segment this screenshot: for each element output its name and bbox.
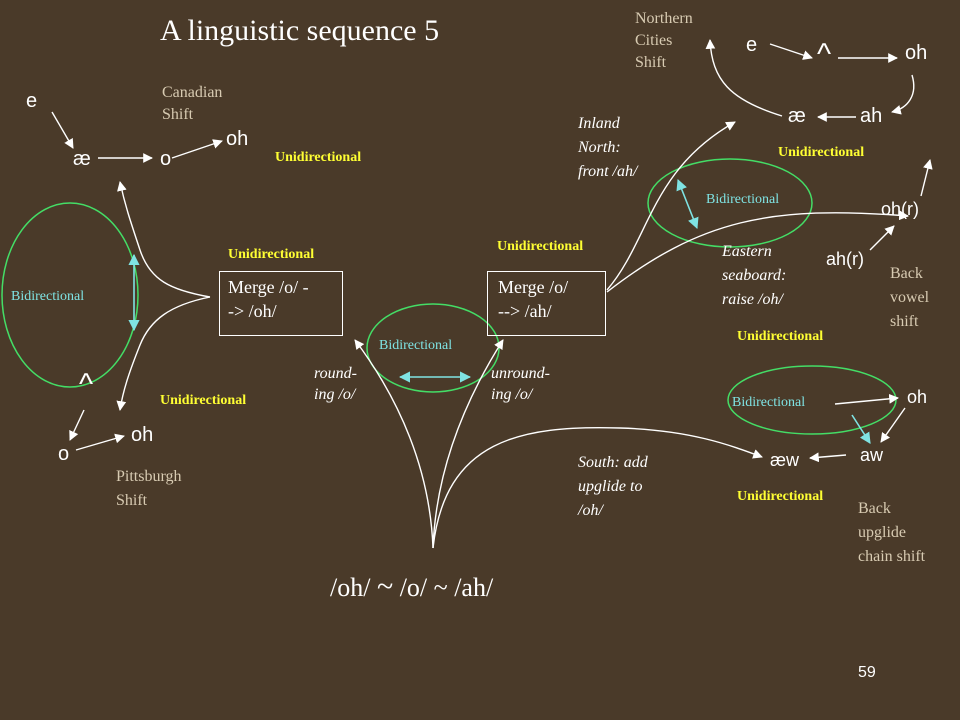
merge-o-ah-box: Merge /o/ --> /ah/ <box>487 271 606 336</box>
pittsburgh-unidirectional-label: Unidirectional <box>160 393 247 408</box>
right-bidirectional-arrow <box>676 178 699 230</box>
unrounding-label: unround- ing /o/ <box>491 365 550 403</box>
upglide-unidirectional-label: Unidirectional <box>737 489 824 504</box>
center-fork-south <box>432 426 763 549</box>
eastern-seaboard-label: Eastern seaboard: raise /oh/ <box>722 243 787 308</box>
merge-right-unidirectional-label: Unidirectional <box>497 239 584 254</box>
arrow-ahr-to-ohr <box>869 225 895 251</box>
arrow-o-to-oh <box>171 139 223 159</box>
right-bidirectional-label: Bidirectional <box>706 192 780 207</box>
northern-unidirectional-label: Unidirectional <box>778 145 865 160</box>
northern-vowel-ah: ah <box>860 105 883 127</box>
upglide-bidirectional-arrow <box>851 414 871 444</box>
merge-o-oh-box: Merge /o/ - -> /oh/ <box>219 271 343 336</box>
pittsburgh-shift-label: Pittsburgh Shift <box>116 468 182 509</box>
back-vowel-ohr: oh(r) <box>881 199 920 219</box>
inland-north-curve <box>606 121 736 291</box>
upglide-bidirectional-label: Bidirectional <box>732 395 806 410</box>
arrow-ohr-up <box>920 159 933 197</box>
fork-up-curve <box>117 181 211 298</box>
canadian-vowel-oh: oh <box>226 128 249 150</box>
vowel-continuum-label: /oh/ ~ /o/ ~ /ah/ <box>330 570 494 603</box>
canadian-vowel-e: e <box>26 90 38 112</box>
upglide-vowel-aw: aw <box>860 445 884 465</box>
pittsburgh-vowel-o: o <box>58 443 70 465</box>
canadian-vowel-ae: æ <box>73 148 91 170</box>
northern-vowel-oh: oh <box>905 42 928 64</box>
arrow-ae-to-northern-label <box>705 39 783 117</box>
arrow-o-to-oh-pitt <box>75 433 125 451</box>
canadian-unidirectional-label: Unidirectional <box>275 150 362 165</box>
back-vowel-unidirectional-label: Unidirectional <box>737 329 824 344</box>
left-bidirectional-label: Bidirectional <box>11 289 85 304</box>
back-vowel-shift-label: Back vowel shift <box>890 265 930 330</box>
south-upglide-label: South: add upglide to /oh/ <box>578 454 648 519</box>
canadian-shift-label: Canadian Shift <box>162 84 223 123</box>
back-upglide-chain-shift-label: Back upglide chain shift <box>858 500 926 565</box>
canadian-vowel-o: o <box>160 148 172 170</box>
rounding-label: round- ing /o/ <box>314 365 357 403</box>
arrow-e-to-ae <box>51 111 74 149</box>
northern-cities-shift-label: Northern Cities Shift <box>635 10 693 71</box>
merge-left-unidirectional-label: Unidirectional <box>228 247 315 262</box>
upglide-vowel-oh: oh <box>907 387 928 407</box>
arrow-e-to-caret <box>769 43 813 60</box>
pittsburgh-vowel-caret: ^ <box>79 368 94 401</box>
northern-vowel-e: e <box>746 34 758 56</box>
back-vowel-ahr: ah(r) <box>826 249 865 269</box>
upglide-vowel-aew: æw <box>770 450 800 470</box>
slide-number: 59 <box>858 664 876 681</box>
arrow-to-oh-upglide <box>834 393 899 405</box>
northern-vowel-ae: æ <box>788 105 806 127</box>
center-bidirectional-label: Bidirectional <box>379 338 453 353</box>
center-fork-right <box>432 339 504 549</box>
arrow-oh-to-aw <box>880 407 906 443</box>
pittsburgh-vowel-oh: oh <box>131 424 154 446</box>
center-fork-left <box>354 339 434 549</box>
page-title: A linguistic sequence 5 <box>160 14 440 47</box>
right-bidirectional-ellipse <box>647 158 813 248</box>
northern-vowel-caret: ^ <box>817 38 832 71</box>
fork-down-curve <box>116 296 211 411</box>
arrow-oh-to-ah <box>891 74 915 115</box>
arrow-to-aew <box>809 452 847 463</box>
eastern-seaboard-curve <box>606 210 909 293</box>
arrow-caret-to-o <box>69 409 85 441</box>
inland-north-label: Inland North: front /ah/ <box>578 115 638 180</box>
